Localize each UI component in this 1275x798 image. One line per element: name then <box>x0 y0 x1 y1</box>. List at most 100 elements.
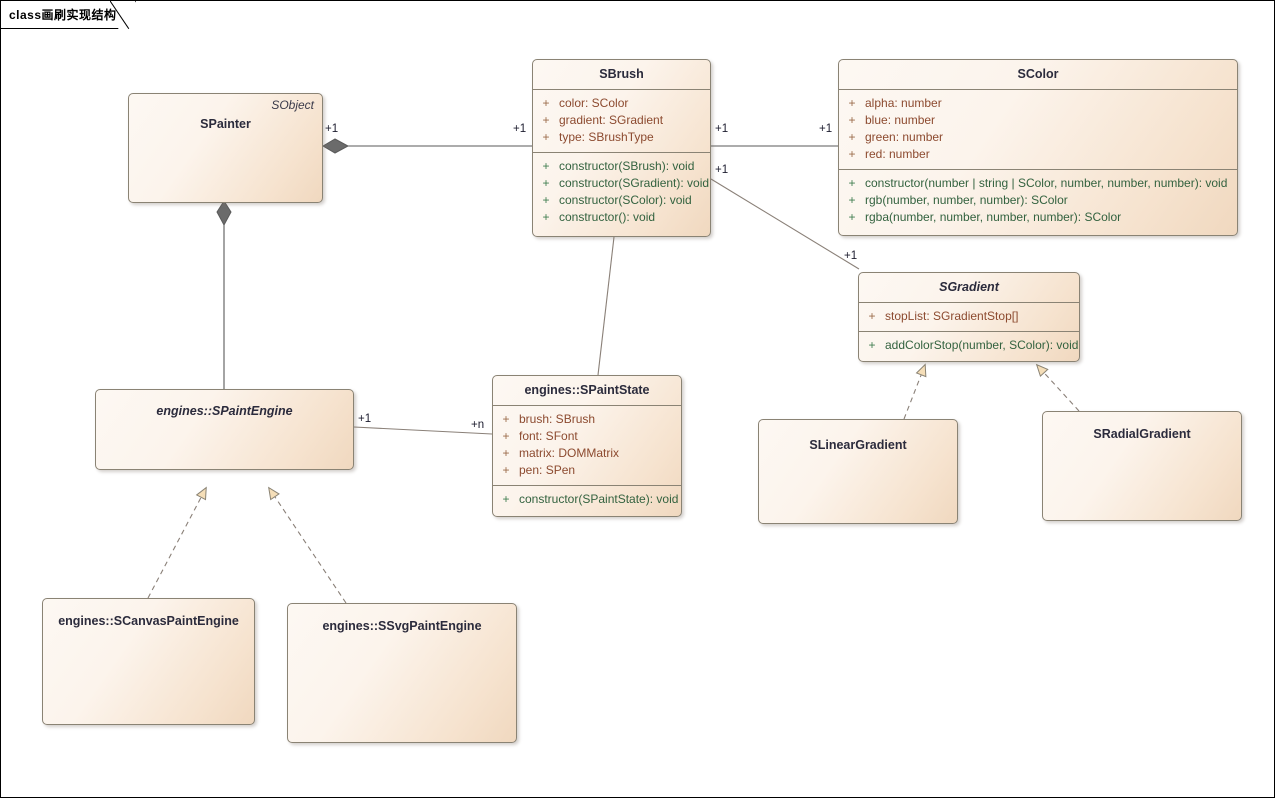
operation-row: +constructor(SColor): void <box>533 192 710 209</box>
operation-text: constructor(): void <box>559 210 656 224</box>
operation-row: + constructor(SBrush): void <box>533 158 710 175</box>
attribute-row: + type: SBrushType <box>533 129 710 146</box>
attribute-text: matrix: DOMMatrix <box>519 446 619 460</box>
multiplicity-painter-brush-left: +1 <box>325 123 339 135</box>
class-box-scanvaspaintengine[interactable]: engines::SCanvasPaintEngine <box>42 598 255 725</box>
visibility-marker: + <box>502 492 510 506</box>
attributes-compartment-scolor: +alpha: number +blue: number +green: num… <box>839 90 1237 169</box>
class-box-sradialgradient[interactable]: SRadialGradient <box>1042 411 1242 521</box>
operation-row: + rgba(number, number, number, number): S… <box>839 209 1237 226</box>
attribute-text: font: SFont <box>519 429 578 443</box>
class-title-scanvaspaintengine: engines::SCanvasPaintEngine <box>58 614 239 628</box>
link-scanvaspaintengine-spaintengine <box>147 486 207 599</box>
attribute-row: +font: SFont <box>493 428 681 445</box>
link-spainter-spaintengine <box>216 200 232 389</box>
class-separator <box>533 89 710 90</box>
operation-row: +constructor(): void <box>533 209 710 226</box>
operation-row: +rgb(number, number, number): SColor <box>839 192 1237 209</box>
class-box-ssvgpaintengine[interactable]: engines::SSvgPaintEngine <box>287 603 517 743</box>
class-box-spaintengine[interactable]: engines::SPaintEngine <box>95 389 354 470</box>
visibility-marker: + <box>542 176 550 190</box>
attribute-row: + stopList: SGradientStop[] <box>859 308 1079 325</box>
operations-compartment-sbrush: +constructor(SBrush): void +constructor(… <box>533 153 710 232</box>
multiplicity-painter-brush-right: +1 <box>513 123 527 135</box>
diagram-frame-tab: class画刷实现结构 <box>1 1 136 29</box>
operation-text: addColorStop(number, SColor): void <box>885 338 1079 352</box>
operation-text: rgba(number, number, number, number): SC… <box>865 210 1122 224</box>
attribute-row: +color: SColor <box>533 95 710 112</box>
class-stereotype-sobject: SObject <box>271 98 314 112</box>
class-box-sgradient[interactable]: SGradient + stopList: SGradientStop[] +ad… <box>858 272 1080 362</box>
attribute-row: + pen: SPen <box>493 462 681 479</box>
diagram-title: class画刷实现结构 <box>9 8 117 22</box>
multiplicity-engine-state-left: +1 <box>358 413 372 425</box>
visibility-marker: + <box>502 412 510 426</box>
visibility-marker: + <box>848 113 856 127</box>
class-name-spainter: SPainter <box>200 117 251 131</box>
class-box-sbrush[interactable]: SBrush +color: SColor + gradient: SGradie… <box>532 59 711 237</box>
class-title-sradialgradient: SRadialGradient <box>1093 427 1191 441</box>
multiplicity-engine-state-right: +n <box>471 419 485 431</box>
multiplicity-brush-gradient-top: +1 <box>715 164 729 176</box>
link-ssvgpaintengine-spaintengine <box>268 486 347 604</box>
class-title-spainter: SObject SPainter <box>129 94 322 139</box>
multiplicity-brush-color-right: +1 <box>819 123 833 135</box>
attributes-compartment-sbrush: +color: SColor + gradient: SGradient + typ… <box>533 90 710 152</box>
operation-text: constructor(SBrush): void <box>559 159 695 173</box>
visibility-marker: + <box>542 113 550 127</box>
operations-compartment-sgradient: +addColorStop(number, SColor): void <box>859 332 1079 360</box>
class-separator <box>493 485 681 486</box>
operation-text: constructor(number | string | SColor, nu… <box>865 176 1228 190</box>
operation-row: + constructor(number | string | SColor, n… <box>839 175 1237 192</box>
operations-compartment-spaintstate: + constructor(SPaintState): void <box>493 486 681 514</box>
visibility-marker: + <box>542 96 550 110</box>
multiplicity-brush-gradient-bottom: +1 <box>844 250 858 262</box>
attribute-text: red: number <box>865 147 930 161</box>
link-spainter-sbrush <box>322 138 532 154</box>
attribute-text: type: SBrushType <box>559 130 654 144</box>
attribute-row: + gradient: SGradient <box>533 112 710 129</box>
visibility-marker: + <box>502 463 510 477</box>
attribute-text: green: number <box>865 130 944 144</box>
class-box-slineargradient[interactable]: SLinearGradient <box>758 419 958 524</box>
attribute-text: stopList: SGradientStop[] <box>885 309 1019 323</box>
visibility-marker: + <box>848 147 856 161</box>
operation-row: + constructor(SPaintState): void <box>493 491 681 508</box>
attribute-text: alpha: number <box>865 96 942 110</box>
class-separator <box>493 405 681 406</box>
visibility-marker: + <box>542 193 550 207</box>
visibility-marker: + <box>868 309 876 323</box>
visibility-marker: + <box>542 130 550 144</box>
class-box-spaintstate[interactable]: engines::SPaintState +brush: SBrush +fon… <box>492 375 682 517</box>
attribute-text: brush: SBrush <box>519 412 596 426</box>
operation-row: + constructor(SGradient): void <box>533 175 710 192</box>
operation-text: constructor(SGradient): void <box>559 176 710 190</box>
visibility-marker: + <box>848 96 856 110</box>
operation-text: rgb(number, number, number): SColor <box>865 193 1068 207</box>
link-sradialgradient-sgradient <box>1035 363 1080 412</box>
class-title-sgradient: SGradient <box>939 280 999 294</box>
operation-row: +addColorStop(number, SColor): void <box>859 337 1079 354</box>
class-title-sbrush: SBrush <box>599 67 644 81</box>
link-sbrush-sgradient <box>710 178 860 270</box>
attribute-row: +blue: number <box>839 112 1237 129</box>
operation-text: constructor(SPaintState): void <box>519 492 679 506</box>
attribute-text: gradient: SGradient <box>559 113 664 127</box>
attributes-compartment-spaintstate: +brush: SBrush +font: SFont +matrix: DOM… <box>493 406 681 485</box>
class-title-scolor: SColor <box>1017 67 1059 81</box>
class-title-spaintstate: engines::SPaintState <box>524 383 650 397</box>
class-separator <box>533 152 710 153</box>
attribute-text: pen: SPen <box>519 463 576 477</box>
attribute-row: +green: number <box>839 129 1237 146</box>
attribute-row: + alpha: number <box>839 95 1237 112</box>
multiplicity-brush-color-left: +1 <box>715 123 729 135</box>
class-title-spaintengine: engines::SPaintEngine <box>156 404 293 418</box>
visibility-marker: + <box>848 176 856 190</box>
visibility-marker: + <box>542 159 550 173</box>
attribute-row: + matrix: DOMMatrix <box>493 445 681 462</box>
class-box-spainter[interactable]: SObject SPainter <box>128 93 323 203</box>
visibility-marker: + <box>502 446 510 460</box>
visibility-marker: + <box>848 210 856 224</box>
class-box-scolor[interactable]: SColor +alpha: number +blue: number +gre… <box>838 59 1238 236</box>
